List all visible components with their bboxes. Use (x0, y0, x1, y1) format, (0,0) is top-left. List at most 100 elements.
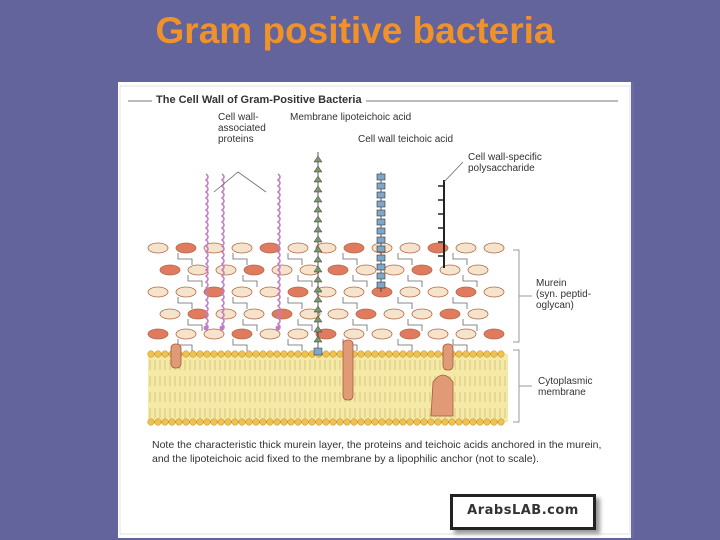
teichoic-unit (376, 200, 386, 208)
lipid-head (252, 418, 260, 426)
murein-unit (159, 308, 181, 320)
teichoic-unit (376, 182, 386, 190)
murein-unit (271, 264, 293, 276)
membrane-protein (342, 339, 354, 401)
murein-unit (355, 264, 377, 276)
lipid-head (413, 418, 421, 426)
murein-unit (399, 328, 421, 340)
lipid-head (364, 350, 372, 358)
murein-unit (231, 328, 253, 340)
lipid-head (434, 418, 442, 426)
lipid-head (308, 418, 316, 426)
lipid-head (231, 418, 239, 426)
lipid-head (189, 350, 197, 358)
lipid-head (406, 418, 414, 426)
peptide-crosslink (242, 275, 258, 287)
membrane-bracket (513, 349, 520, 423)
lipid-head (476, 350, 484, 358)
murein-unit (371, 328, 393, 340)
lipid-head (392, 418, 400, 426)
murein-unit (411, 264, 433, 276)
murein-unit (287, 286, 309, 298)
teichoic-unit (376, 227, 386, 235)
label-lipoteichoic-acid: Membrane lipoteichoic acid (290, 112, 412, 123)
murein-unit (147, 286, 169, 298)
murein-unit (383, 264, 405, 276)
peptide-crosslink (452, 253, 468, 265)
lipid-head (203, 418, 211, 426)
lipid-head (294, 418, 302, 426)
protein-chain (220, 173, 225, 331)
murein-unit (483, 242, 505, 254)
lipid-head (322, 350, 330, 358)
murein-unit (483, 328, 505, 340)
lipoteichoic-unit (313, 265, 323, 273)
lipid-head (483, 350, 491, 358)
lipid-head (462, 350, 470, 358)
lipoteichoic-unit (313, 255, 323, 263)
watermark-text: ArabsLAB.com (467, 503, 579, 518)
lipoteichoic-unit (313, 335, 323, 343)
murein-unit (159, 264, 181, 276)
murein-unit (343, 328, 365, 340)
lipoteichoic-unit (313, 225, 323, 233)
lipid-head (196, 350, 204, 358)
lipid-head (224, 350, 232, 358)
lipid-head (238, 418, 246, 426)
lipid-head (350, 418, 358, 426)
peptide-crosslink (352, 275, 368, 287)
teichoic-unit (376, 281, 386, 289)
lipid-head (245, 418, 253, 426)
lipid-head (217, 350, 225, 358)
lipoteichoic-unit (313, 295, 323, 303)
lipid-head (287, 418, 295, 426)
lipid-head (413, 350, 421, 358)
lipid-head (343, 418, 351, 426)
lipid-head (175, 418, 183, 426)
lipid-head (497, 418, 505, 426)
lipid-head (287, 350, 295, 358)
lipid-head (273, 350, 281, 358)
lipid-head (385, 418, 393, 426)
teichoic-unit (376, 191, 386, 199)
peptide-crosslink (342, 297, 358, 309)
lipoteichoic-unit (313, 165, 323, 173)
murein-unit (467, 264, 489, 276)
murein-unit (411, 308, 433, 320)
lipid-head (259, 350, 267, 358)
peptide-crosslink (452, 339, 468, 351)
murein-unit (343, 286, 365, 298)
label-cell-wall-proteins: Cell wall- associated proteins (218, 112, 266, 145)
lipid-head (182, 350, 190, 358)
murein-unit (399, 286, 421, 298)
lipid-head (280, 350, 288, 358)
peptide-crosslink (287, 339, 303, 351)
murein-unit (467, 308, 489, 320)
lipid-head (427, 418, 435, 426)
figure-caption: Note the characteristic thick murein lay… (152, 439, 602, 465)
murein-unit (259, 286, 281, 298)
peptide-crosslink (242, 319, 258, 331)
peptide-crosslink (397, 339, 413, 351)
lipoteichoic-unit (313, 325, 323, 333)
lipid-head (147, 350, 155, 358)
murein-unit (231, 286, 253, 298)
lipid-head (217, 418, 225, 426)
peptide-crosslink (287, 297, 303, 309)
murein-unit (399, 242, 421, 254)
lipid-head (469, 350, 477, 358)
lipid-head (455, 350, 463, 358)
teichoic-unit (376, 218, 386, 226)
lipid-head (392, 350, 400, 358)
lipid-head (329, 350, 337, 358)
protein-leader (213, 171, 267, 193)
lipid-head (378, 350, 386, 358)
lipoteichoic-unit (313, 315, 323, 323)
peptide-crosslink (452, 297, 468, 309)
lipoteichoic-unit (313, 195, 323, 203)
lipid-head (385, 350, 393, 358)
membrane-protein-large (430, 374, 454, 417)
teichoic-unit (376, 236, 386, 244)
murein-unit (327, 264, 349, 276)
peptide-crosslink (407, 319, 423, 331)
